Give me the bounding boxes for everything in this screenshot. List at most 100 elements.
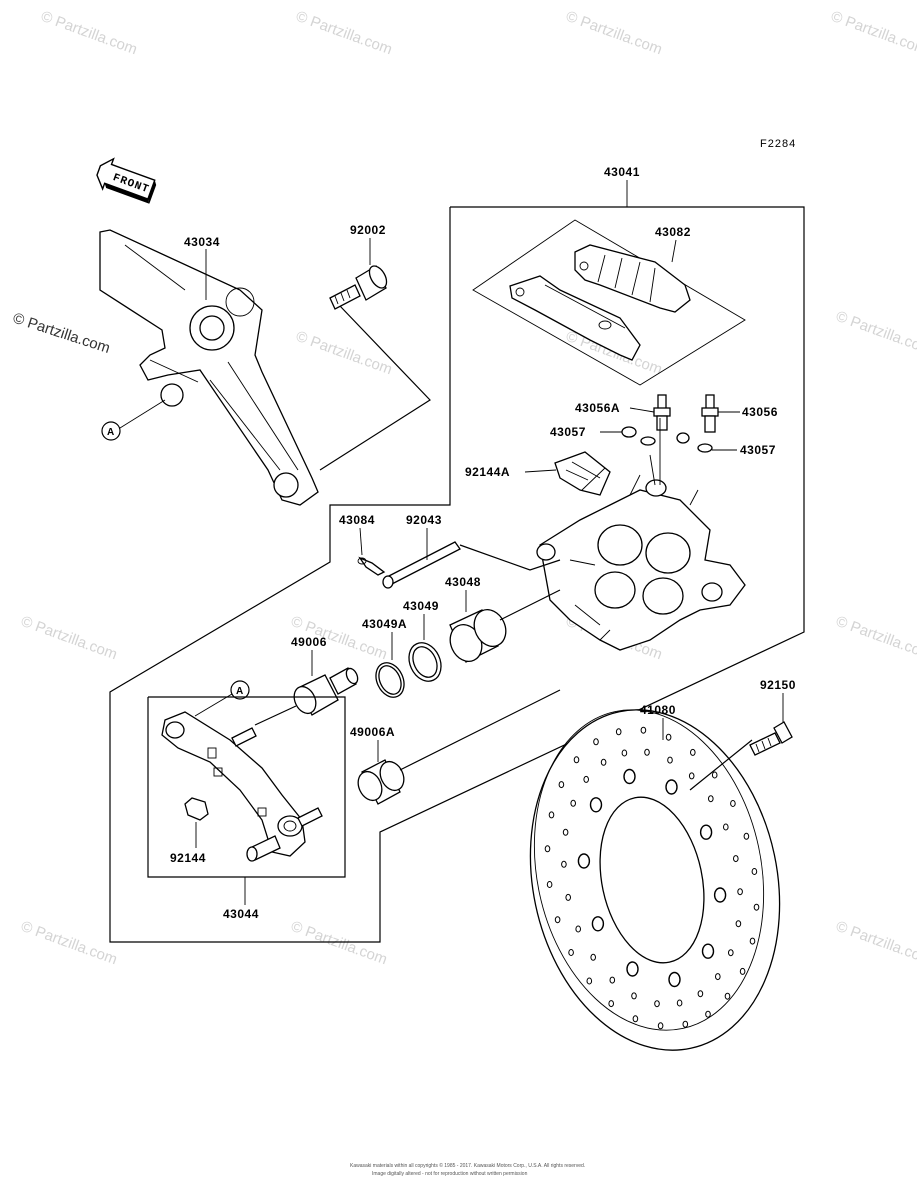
watermark: © Partzilla.com: [289, 918, 390, 969]
disc-hole: [609, 976, 616, 984]
disc-hole: [705, 1010, 711, 1018]
disc-hole: [743, 832, 750, 840]
assembly-line: [319, 305, 431, 471]
bolt-92002: [329, 265, 388, 310]
pin-assembly-line: [459, 544, 561, 571]
disc-bolt-holes: [577, 768, 727, 988]
disc-hole: [615, 728, 622, 736]
pad-spring-92144A: [554, 451, 611, 496]
disc-bolt-hole: [623, 768, 636, 785]
part-label-43084: 43084: [339, 513, 375, 527]
disc-bolt-hole: [626, 961, 639, 977]
part-label-43034: 43034: [184, 235, 220, 249]
svg-text:A: A: [236, 686, 243, 697]
disc-hole: [554, 916, 561, 924]
disc-bolt-hole: [577, 853, 591, 869]
ref-a-marker: A: [101, 421, 121, 441]
disc-hole: [631, 992, 637, 1000]
leader-43084: [359, 527, 363, 556]
disc-hole: [723, 823, 729, 831]
disc-bolt-hole: [665, 779, 678, 795]
boot-49006A: [357, 759, 405, 805]
disc-hole: [728, 949, 734, 957]
pad-pin-92043: [382, 541, 461, 589]
disc-hole: [573, 756, 580, 764]
disc-hole: [608, 1000, 615, 1008]
disc-hole: [735, 920, 742, 928]
disc-hole: [711, 771, 718, 779]
disc-hole: [730, 800, 736, 807]
part-label-41080: 41080: [640, 703, 676, 717]
disc-hole: [575, 925, 582, 933]
disc-bolt-hole: [699, 824, 713, 840]
disc-hole: [665, 733, 672, 741]
disc-hole: [561, 860, 567, 868]
part-label-43049: 43049: [403, 599, 439, 613]
boot-assembly-line: [254, 705, 297, 726]
disc-hole: [570, 799, 577, 807]
svg-text:A: A: [107, 427, 114, 438]
brake-disc-41080: [529, 709, 781, 1051]
bleeder-valve-43056: [701, 394, 719, 433]
disc-hole: [568, 949, 574, 956]
disc-bolt-hole: [713, 887, 727, 903]
piston-seal-43049: [408, 642, 442, 682]
disc-hole: [697, 990, 704, 998]
caliper-bracket-43034: [99, 229, 319, 506]
disc-hole: [676, 999, 683, 1007]
part-label-92144A: 92144A: [465, 465, 510, 479]
front-arrow-icon: FRONT: [96, 157, 157, 204]
disc-bolt-hole: [701, 943, 715, 959]
copyright-line-2: Image digitally altered - not for reprod…: [372, 1171, 528, 1177]
watermark: © Partzilla.com: [564, 8, 665, 59]
disc-hole: [644, 748, 650, 756]
bleeder-cap-43057-left: [621, 426, 656, 446]
disc-hole: [715, 973, 721, 981]
part-label-43049A: 43049A: [362, 617, 407, 631]
dust-seal-43049A: [375, 662, 405, 698]
leader-43082: [671, 239, 677, 263]
pad-spring-92144: [184, 797, 209, 821]
disc-hole: [593, 738, 599, 746]
bleeder-link-2: [649, 454, 656, 486]
piston-43048: [449, 609, 507, 663]
watermark: © Partzilla.com: [19, 613, 120, 664]
watermark: © Partzilla.com: [294, 8, 395, 59]
disc-hole: [708, 795, 714, 803]
part-label-43056A: 43056A: [575, 401, 620, 415]
disc-bolt-hole: [668, 971, 681, 988]
cotter-pin-43084: [357, 556, 386, 576]
disc-hole: [586, 977, 593, 985]
disc-bolt-line: [689, 739, 753, 791]
disc-hole: [749, 937, 756, 945]
disc-hole: [562, 828, 569, 836]
disc-hole: [621, 749, 628, 757]
disc-hole: [724, 992, 731, 1000]
part-label-92150: 92150: [760, 678, 796, 692]
watermark: © Partzilla.com: [834, 918, 917, 969]
part-label-92002: 92002: [350, 223, 386, 237]
leader-a: [119, 399, 166, 429]
disc-hole: [753, 903, 760, 911]
watermark: © Partzilla.com: [39, 8, 140, 59]
watermark: © Partzilla.com: [294, 328, 395, 379]
boot-a-assembly-line: [399, 689, 561, 771]
disc-hole: [733, 855, 739, 863]
part-label-92043: 92043: [406, 513, 442, 527]
disc-hole: [654, 1000, 660, 1008]
copyright-line-1: Kawasaki materials within all copyrights…: [350, 1162, 585, 1169]
watermark: © Partzilla.com: [829, 8, 917, 59]
disc-hole: [544, 845, 551, 853]
disc-hole: [682, 1020, 689, 1028]
leader-a-2: [194, 693, 233, 717]
part-label-43057-left: 43057: [550, 425, 586, 439]
disc-holes: [544, 726, 760, 1030]
part-label-43057-right: 43057: [740, 443, 776, 457]
caliper-body: [536, 474, 746, 651]
disc-hole: [737, 888, 743, 896]
part-label-43041: 43041: [604, 165, 640, 179]
group-frame-43044: [147, 696, 346, 878]
disc-hole: [690, 748, 696, 756]
disc-hole: [546, 881, 553, 888]
